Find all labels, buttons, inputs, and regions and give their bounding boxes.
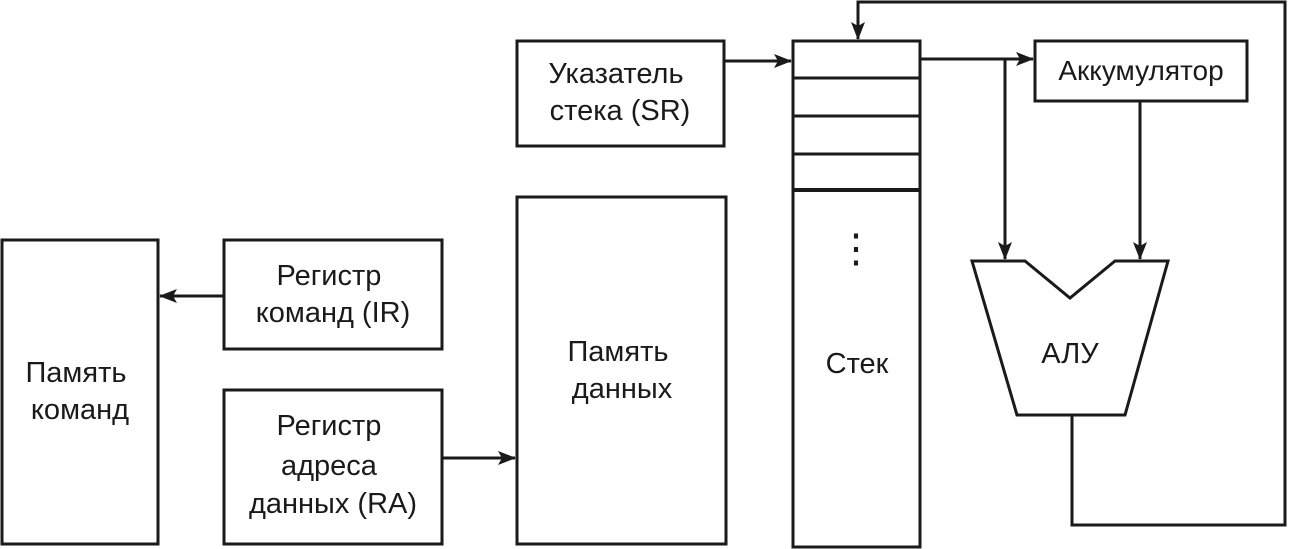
data-address-register-label-line2: адреса [281,450,378,482]
instruction-memory-label-line2: команд [31,394,129,426]
stack-pointer-label: Указатель стека (SR) [548,58,691,127]
alu-shape [969,259,1170,417]
stack-pointer-label-line2: стека (SR) [550,95,691,127]
stack-ellipsis: ⋮ [836,227,876,271]
data-memory-label-line1: Память [567,336,668,368]
instruction-register-box [222,238,444,351]
data-address-register-label: Регистр адреса данных (RA) [249,410,417,520]
data-address-register-label-line1: Регистр [277,410,382,442]
data-memory-label-line2: данных [572,373,673,405]
instruction-memory-label: Память команд [25,357,134,426]
instruction-register-label-line2: команд (IR) [256,297,411,329]
alu-label: АЛУ [1041,338,1099,370]
arrow-alu-feedback-to-stack [851,0,1287,527]
accumulator-label: Аккумулятор [1058,55,1223,86]
instruction-register-label-line1: Регистр [277,260,382,292]
data-memory-box [515,195,728,546]
stack-label: Стек [826,348,889,380]
stack-pointer-label-line1: Указатель [548,58,683,90]
stack-pointer-box [515,39,726,148]
data-memory-label: Память данных [567,336,676,405]
data-address-register-label-line3: данных (RA) [249,488,417,520]
stack-box [791,39,922,549]
instruction-memory-label-line1: Память [25,357,126,389]
instruction-register-label: Регистр команд (IR) [256,260,411,329]
instruction-memory-box [0,238,160,546]
data-address-register-box [222,388,444,546]
